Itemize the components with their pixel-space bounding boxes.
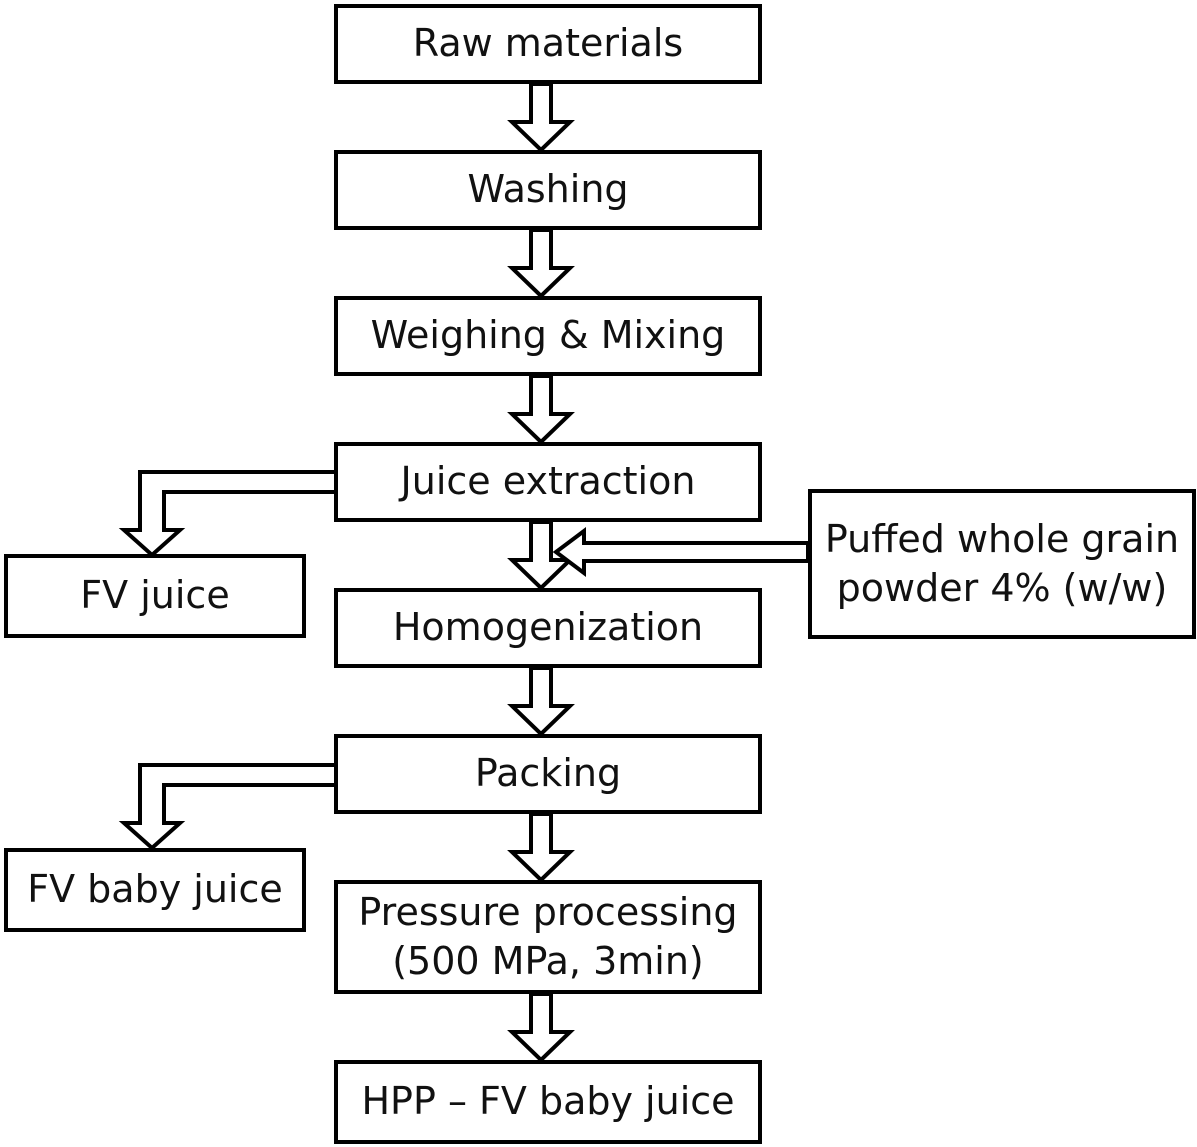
- arrow-washing-to-weighing: [507, 228, 575, 299]
- output-fv-juice-label: FV juice: [80, 573, 230, 618]
- step-washing: Washing: [334, 150, 762, 230]
- step-raw-materials: Raw materials: [334, 4, 762, 84]
- step-packing: Packing: [334, 734, 762, 814]
- output-fv-baby-juice: FV baby juice: [4, 848, 306, 932]
- output-fv-baby-juice-label: FV baby juice: [27, 867, 283, 912]
- output-fv-juice: FV juice: [4, 554, 306, 638]
- step-pressure-processing-label-2: (500 MPa, 3min): [392, 939, 704, 983]
- step-weighing-mixing-label: Weighing & Mixing: [370, 313, 726, 358]
- step-weighing-mixing: Weighing & Mixing: [334, 296, 762, 376]
- arrow-extraction-to-fv-juice: [118, 470, 338, 558]
- step-hpp-fv-baby-juice: HPP – FV baby juice: [334, 1060, 762, 1144]
- arrow-raw-to-washing: [507, 82, 575, 153]
- input-puffed-grain-label-2: powder 4% (w/w): [836, 566, 1168, 610]
- arrow-packing-to-fv-baby-juice: [118, 763, 338, 851]
- step-pressure-processing: Pressure processing (500 MPa, 3min): [334, 880, 762, 994]
- arrow-homogenization-to-packing: [507, 666, 575, 737]
- arrow-pressure-to-hpp: [507, 992, 575, 1063]
- input-puffed-grain-powder: Puffed whole grain powder 4% (w/w): [808, 489, 1196, 639]
- step-homogenization: Homogenization: [334, 588, 762, 668]
- step-homogenization-label: Homogenization: [392, 605, 704, 650]
- step-packing-label: Packing: [474, 751, 622, 796]
- step-pressure-processing-label-1: Pressure processing: [358, 889, 738, 934]
- step-hpp-fv-baby-juice-label: HPP – FV baby juice: [361, 1079, 735, 1124]
- arrow-weighing-to-extraction: [507, 374, 575, 445]
- arrow-packing-to-pressure: [507, 812, 575, 883]
- step-raw-materials-label: Raw materials: [412, 21, 684, 66]
- step-juice-extraction: Juice extraction: [334, 442, 762, 522]
- arrow-extraction-to-homogenization: [507, 520, 575, 591]
- step-juice-extraction-label: Juice extraction: [400, 459, 696, 504]
- arrow-grain-to-homogenization: [552, 527, 810, 577]
- input-puffed-grain-label-1: Puffed whole grain: [824, 516, 1180, 561]
- step-washing-label: Washing: [467, 167, 629, 212]
